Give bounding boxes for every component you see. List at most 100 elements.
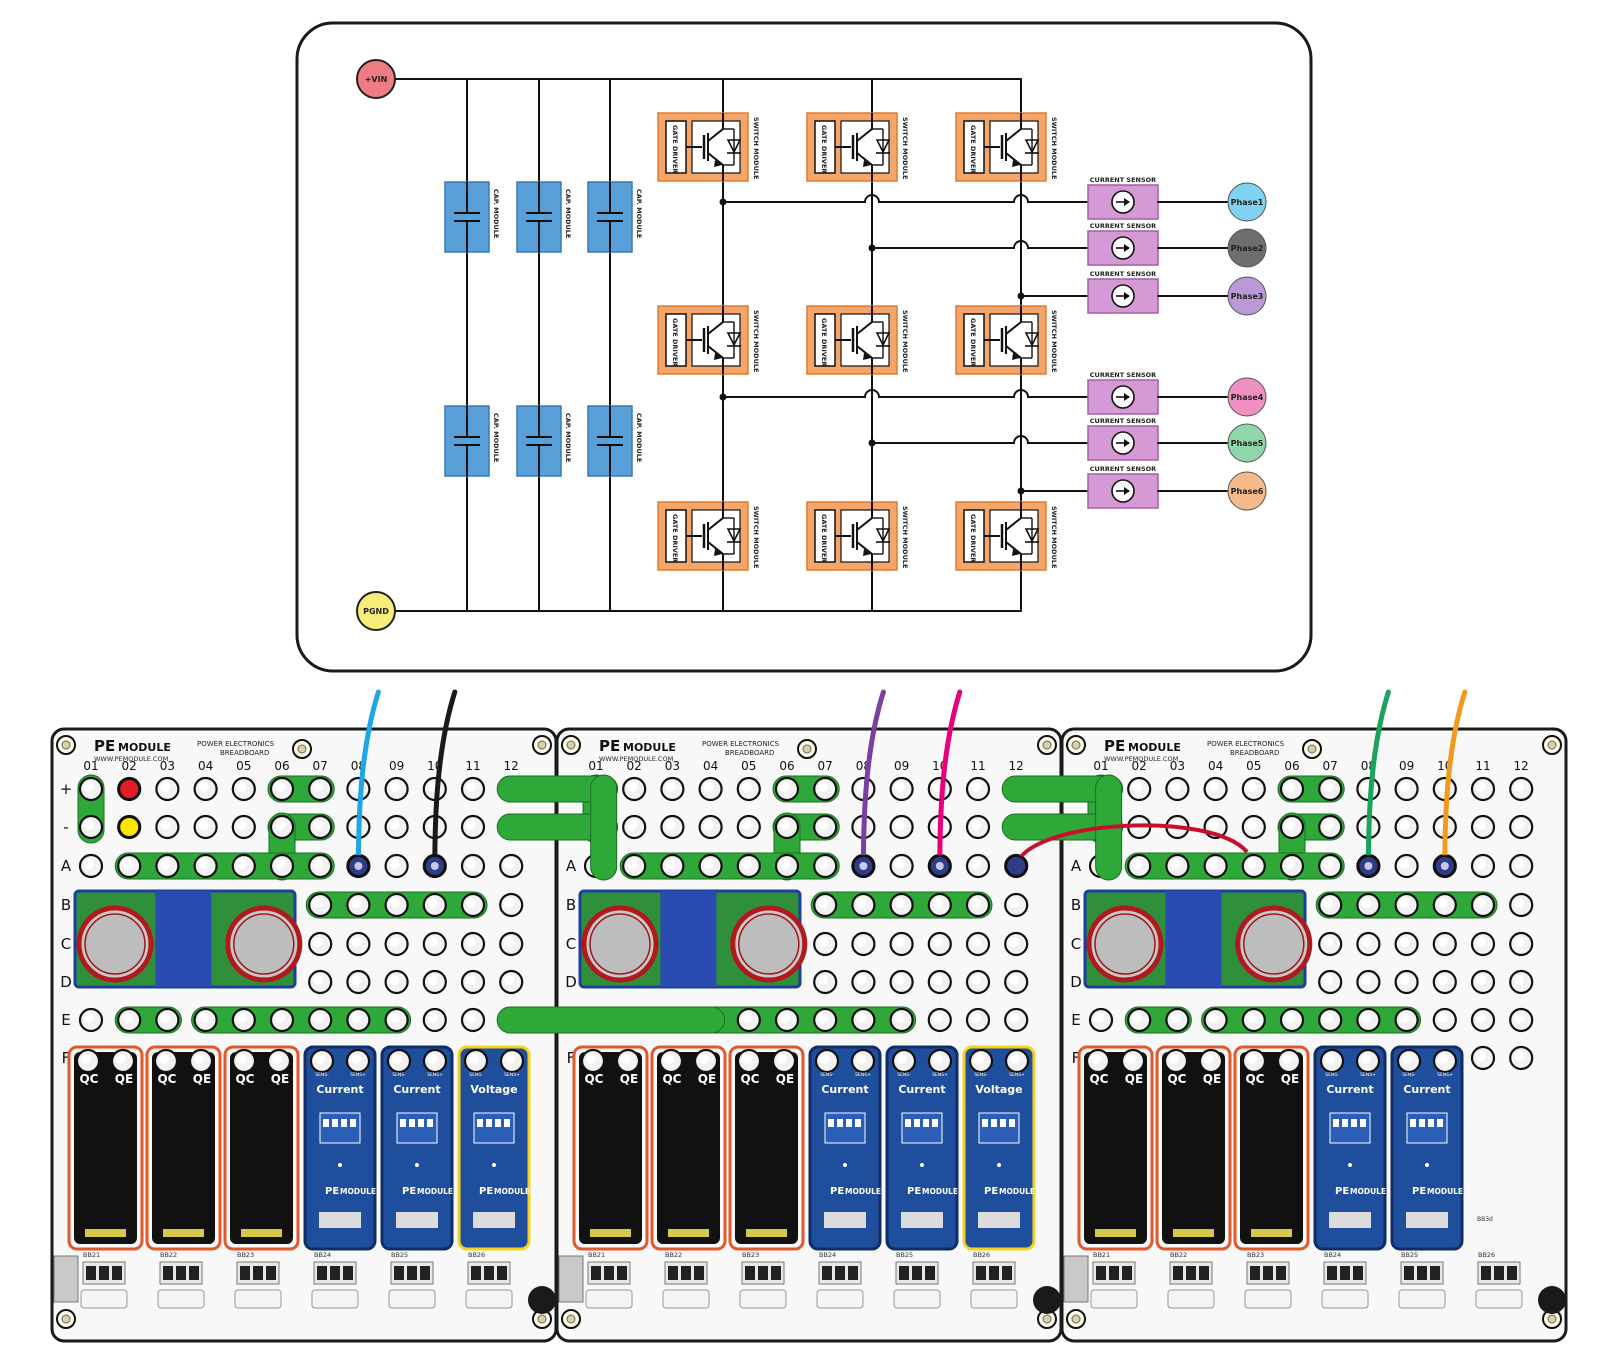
sensor-chip [923,1119,929,1127]
sensor-led [843,1163,847,1167]
pin-highlight [818,937,829,947]
sensor-pin-left: SENS- [469,1072,483,1078]
pin-highlight [389,975,400,985]
copper-trace [1001,775,1124,803]
sensor-connector [319,1212,361,1228]
column-number: 03 [160,759,175,773]
sensor-chip [828,1119,834,1127]
emitter-arrow [714,160,722,167]
current-sensor: CURRENT SENSOR [1087,417,1159,461]
sensor-chip [400,1119,406,1127]
sensor-connector [1329,1212,1371,1228]
sensor-chip [323,1119,329,1127]
column-number: 03 [1170,759,1185,773]
column-number: 03 [665,759,680,773]
slot-latch [1167,1289,1215,1309]
pin-highlight [1514,782,1525,792]
pin-highlight [1514,898,1525,908]
copper-trace [191,1006,412,1034]
mount-screw-center [1042,740,1052,750]
connector-pin-block [176,1266,186,1280]
gate-driver-label: GATE DRIVER [969,514,977,562]
qc-label: QC [235,1072,254,1086]
column-number: 11 [465,759,480,773]
sensor-arrow-head [1124,487,1130,495]
pin-highlight [1285,820,1295,830]
output-capacitor [1033,1286,1061,1314]
pin-highlight [932,975,943,985]
pin-highlight [856,975,867,985]
pin-highlight [1132,1013,1143,1023]
connector-pin-block [420,1266,430,1280]
pin-highlight [932,937,943,947]
capacitor-module [73,889,303,989]
subtitle-line2: BREADBOARD [1230,749,1279,757]
pin-highlight [780,859,790,869]
sensor-brand-module: MODULE [1427,1187,1463,1196]
pin-highlight [275,1013,285,1023]
copper-trace [496,813,619,841]
pin-highlight [1476,859,1486,869]
pin-highlight [1285,782,1295,792]
pin-highlight [84,859,94,869]
switch-module-label: SWITCH MODULE [752,117,760,179]
column-number: 02 [122,759,137,773]
pin-highlight [198,859,209,869]
sensor-chip [1000,1119,1006,1127]
emitter-arrow [714,549,722,556]
connector-pin-block [694,1266,704,1280]
cap-board-center [660,891,717,987]
slot-label: BB25 [391,1251,408,1259]
cap-module: CAP. MODULE [444,405,500,477]
slot-latch [1398,1289,1446,1309]
sensor-led [492,1163,496,1167]
pin-highlight [1476,937,1486,947]
pin-highlight [971,820,981,830]
pin-highlight [699,1054,709,1064]
sensor-connector [1406,1212,1448,1228]
pin-highlight [272,1054,282,1064]
column-number: 05 [1246,759,1261,773]
pin-highlight [122,1013,133,1023]
mount-screw-center [1547,740,1557,750]
pin-highlight [275,782,285,792]
wire-lead [432,689,458,869]
pin-highlight [1132,782,1143,792]
sensor-pin-left: SENS- [392,1072,406,1078]
phase-label: Phase2 [1231,244,1264,253]
pin-highlight [933,1054,943,1064]
sensor-pin-left: SENS- [974,1072,988,1078]
sensor-pin-left: SENS- [820,1072,834,1078]
slot-latch [970,1289,1018,1309]
sensor-brand-module: MODULE [1350,1187,1386,1196]
wire-terminal-center [935,862,944,870]
connector-pin-block [86,1266,96,1280]
sensor-card-title: Current [821,1083,868,1096]
pin-highlight [1208,859,1219,869]
pin-highlight [856,937,867,947]
pgnd-label: PGND [363,607,389,616]
electrolytic-cap-top [84,913,146,975]
pin-highlight [894,820,905,830]
pin-highlight [1514,859,1525,869]
copper-trace [114,852,335,880]
pin-highlight [1009,1013,1020,1023]
row-letter: C [1071,935,1081,953]
slot-latch [234,1289,282,1309]
sensor-led [997,1163,1001,1167]
connector-pin-block [330,1266,340,1280]
sensor-pin-left: SENS- [315,1072,329,1078]
pin-highlight [856,1054,866,1064]
switch-card-connector [668,1229,709,1237]
pin-highlight [1399,975,1410,985]
pin-highlight [84,820,94,830]
pin-highlight [818,975,829,985]
